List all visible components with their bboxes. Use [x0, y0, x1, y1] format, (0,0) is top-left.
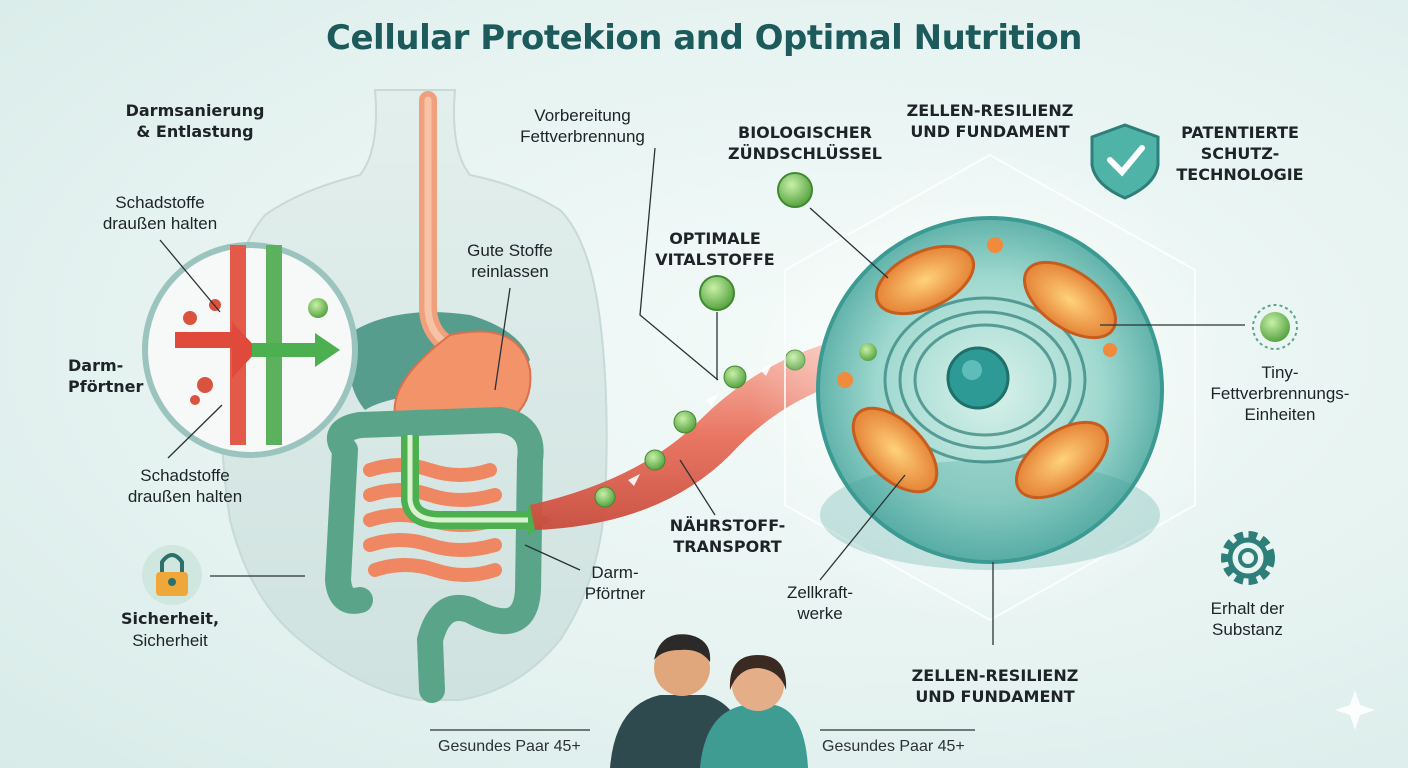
endoplasmic-reticulum: [883, 296, 1087, 464]
mitochondria: [851, 244, 1118, 500]
protective-hexagon-shield: [784, 153, 1196, 622]
large-intestine: [324, 406, 544, 703]
label-zellkraftwerke: Zellkraft- werke: [786, 583, 854, 623]
label-vorbereitung: Vorbereitung Fettverbrennung: [520, 106, 645, 146]
label-zellen-resilienz-bottom: ZELLEN-RESILIENZ UND FUNDAMENT: [911, 666, 1079, 706]
label-naehrstoff-transport: NÄHRSTOFF- TRANSPORT: [669, 516, 786, 556]
gear-icon: [1221, 531, 1275, 585]
label-darmsanierung: Darmsanierung & Entlastung: [125, 101, 265, 141]
label-schadstoffe-top: Schadstoffe draußen halten: [102, 193, 218, 233]
sparkle-icon: [1335, 690, 1375, 730]
label-patentierte-schutztechnologie: PATENTIERTE SCHUTZ- TECHNOLOGIE: [1176, 123, 1304, 184]
vital-nutrient-particle: [699, 275, 735, 311]
lock-icon: [142, 545, 202, 605]
label-schadstoffe-bottom: Schadstoffe draußen halten: [127, 466, 243, 506]
label-biologischer-zuendschluessel: BIOLOGISCHER ZÜNDSCHLÜSSEL: [728, 123, 882, 163]
shield-check-icon: [1090, 123, 1160, 200]
label-gute-stoffe: Gute Stoffe reinlassen: [467, 241, 553, 281]
label-darm-pfoertner-left: Darm- Pförtner: [68, 356, 144, 396]
page-title: Cellular Protekion and Optimal Nutrition: [326, 18, 1082, 58]
label-zellen-resilienz-top: ZELLEN-RESILIENZ UND FUNDAMENT: [906, 101, 1074, 141]
label-tiny-fettverbrennungseinheiten: Tiny- Fettverbrennungs- Einheiten: [1210, 363, 1350, 424]
footer-right: Gesundes Paar 45+: [822, 738, 965, 755]
couple-illustration: [610, 634, 808, 768]
label-darm-pfoertner-right: Darm- Pförtner: [584, 563, 646, 603]
label-erhalt-der-substanz: Erhalt der Substanz: [1210, 599, 1285, 639]
ignition-key-particle: [777, 172, 813, 208]
label-optimale-vitalstoffe: OPTIMALE VITALSTOFFE: [655, 229, 775, 269]
label-sicherheit: Sicherheit: [132, 631, 208, 650]
fat-burning-unit-icon: [1252, 304, 1298, 350]
label-sicherheit-bold: Sicherheit,: [120, 609, 220, 628]
leader-lines: [159, 147, 1245, 731]
footer-left: Gesundes Paar 45+: [438, 738, 581, 755]
